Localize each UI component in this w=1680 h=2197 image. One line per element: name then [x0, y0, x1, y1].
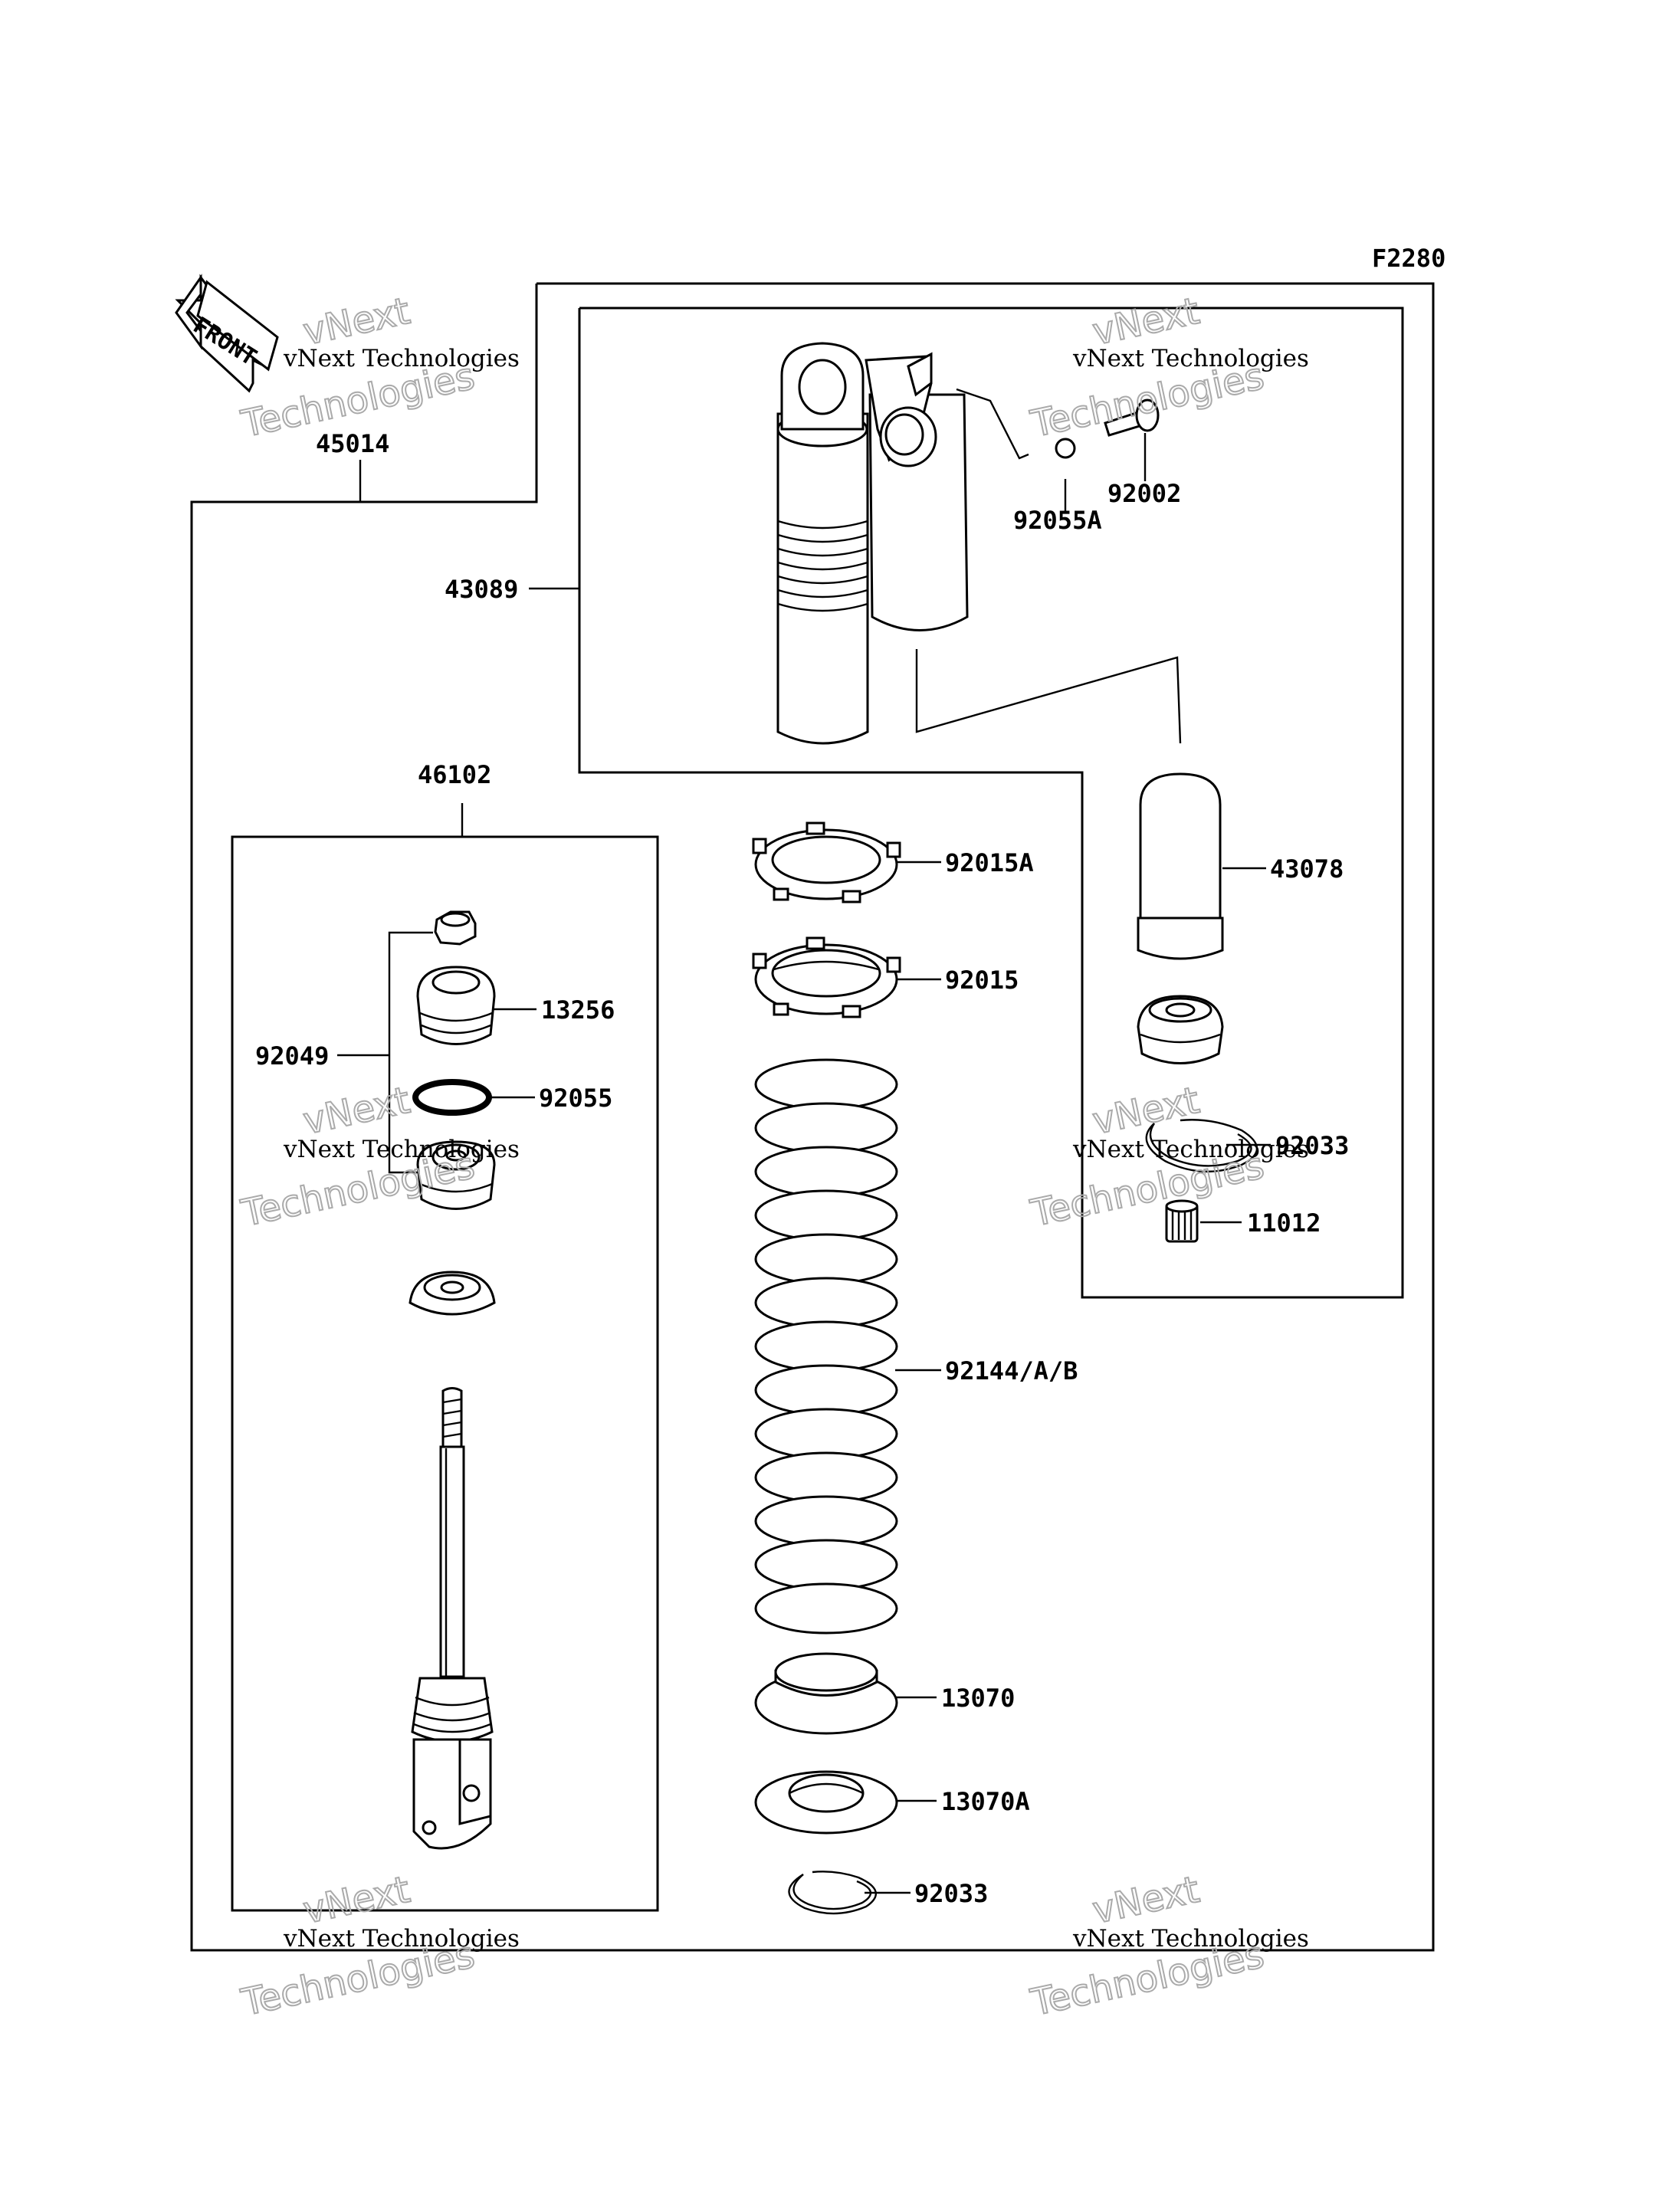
part-label-46102: 46102 — [418, 760, 491, 789]
part-label-92055A: 92055A — [1013, 506, 1102, 535]
coil-spring-92144 — [754, 1058, 898, 1635]
assembly-frame-46102 — [231, 835, 659, 1912]
part-label-13070A: 13070A — [941, 1787, 1030, 1816]
watermark-mid-left: vNext Technologies vNext Technologies — [237, 1078, 520, 1236]
watermark-bottom-right: vNext Technologies vNext Technologies — [1026, 1867, 1309, 2025]
o-ring-92055A — [1055, 438, 1076, 459]
part-label-92049: 92049 — [255, 1041, 329, 1071]
svg-text:vNext: vNext — [1089, 1079, 1203, 1143]
lock-nut-92015 — [752, 936, 901, 1018]
spring-seat-13070A — [754, 1770, 898, 1835]
o-ring-92055 — [412, 1079, 492, 1116]
spring-seat-13070 — [754, 1652, 898, 1735]
svg-text:vNext Technologies: vNext Technologies — [283, 1136, 520, 1163]
svg-text:vNext Technologies: vNext Technologies — [283, 1925, 520, 1953]
part-label-11012: 11012 — [1247, 1208, 1321, 1238]
part-label-92015A: 92015A — [945, 848, 1034, 877]
part-label-13256: 13256 — [541, 995, 615, 1025]
watermark-top-right: vNext Technologies vNext Technologies — [1026, 289, 1309, 447]
bladder-43078 — [1137, 772, 1224, 960]
svg-text:vNext Technologies: vNext Technologies — [283, 345, 520, 372]
svg-text:vNext: vNext — [300, 1868, 414, 1933]
part-label-92055: 92055 — [539, 1084, 612, 1113]
assembly-frame-45014 — [190, 282, 1435, 1952]
piston-rod — [439, 1387, 465, 1678]
bushing-lower — [416, 1140, 496, 1210]
watermark-top-left: vNext Technologies vNext Technologies — [237, 289, 520, 447]
svg-text:vNext Technologies: vNext Technologies — [1072, 1925, 1309, 1953]
figure-code: F2280 — [1372, 244, 1445, 273]
part-label-43089: 43089 — [445, 575, 518, 604]
screw-92002 — [1104, 398, 1160, 437]
bump-stop-cap — [409, 1271, 496, 1316]
shock-body-43089 — [776, 342, 969, 745]
svg-text:vNext Technologies: vNext Technologies — [1072, 1136, 1309, 1163]
part-label-92144: 92144/A/B — [945, 1356, 1078, 1385]
assembly-frame-43089 — [578, 307, 1404, 1299]
svg-text:vNext Technologies: vNext Technologies — [1072, 345, 1309, 372]
circlip-92033-upper — [1145, 1119, 1258, 1173]
part-label-43078: 43078 — [1270, 854, 1344, 884]
part-label-92033-lower: 92033 — [914, 1879, 988, 1908]
leader-lines — [337, 388, 1271, 1894]
front-arrow-icon: FRONT — [175, 274, 279, 393]
svg-text:vNext: vNext — [1089, 1868, 1203, 1933]
svg-text:vNext: vNext — [300, 1079, 414, 1143]
part-label-13070: 13070 — [941, 1684, 1015, 1713]
rod-end-clevis — [411, 1677, 494, 1850]
nut-92049 — [434, 910, 477, 946]
part-label-92002: 92002 — [1107, 479, 1181, 508]
watermark-bottom-left: vNext Technologies vNext Technologies — [237, 1867, 520, 2025]
bushing-13256 — [416, 966, 496, 1045]
bearing-11012 — [1165, 1199, 1199, 1243]
lock-nut-92015A — [752, 821, 901, 903]
part-label-45014: 45014 — [316, 429, 389, 458]
reservoir-cap — [1137, 995, 1224, 1064]
circlip-92033-lower — [788, 1871, 878, 1915]
part-label-92015: 92015 — [945, 966, 1019, 995]
part-label-92033-upper: 92033 — [1275, 1131, 1349, 1160]
